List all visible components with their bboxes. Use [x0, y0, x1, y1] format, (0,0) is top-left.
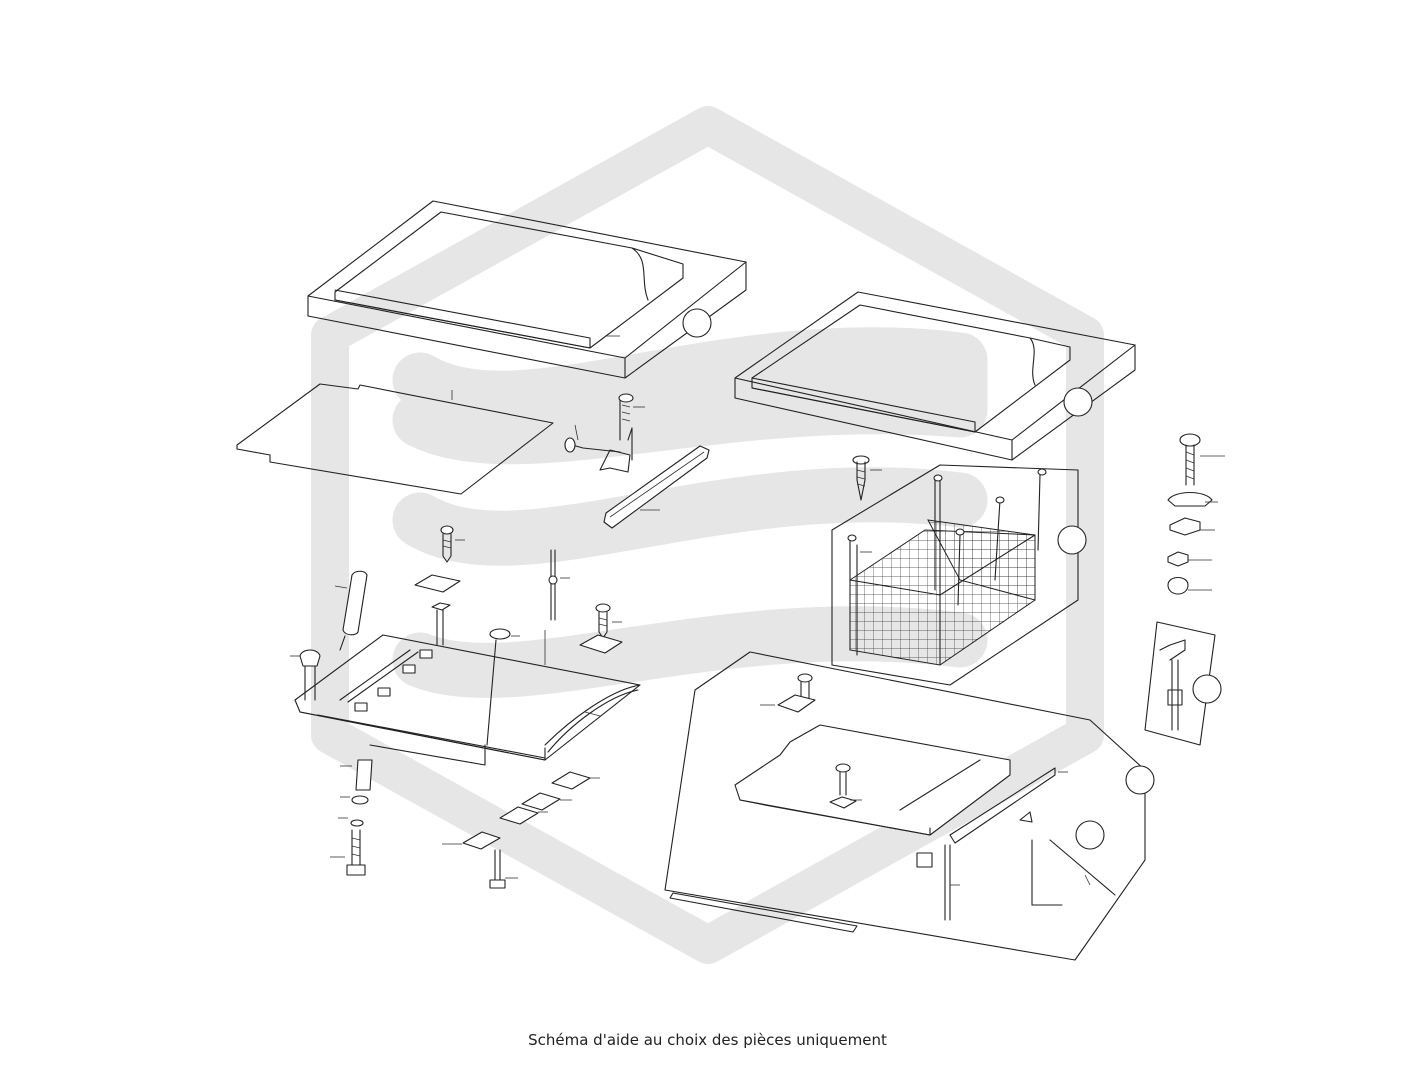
cut-mark-icon: [1125, 765, 1155, 795]
trim-bar: [603, 445, 710, 529]
mesh-basket: [831, 464, 1087, 686]
bottom-trim-strip: [669, 892, 858, 933]
left-tray-hardware: [290, 525, 623, 746]
cut-mark-icon: [1192, 674, 1222, 704]
left-cover-assembly: [307, 200, 747, 379]
left-lower-tray: [294, 634, 641, 766]
cut-mark-icon: [1057, 525, 1087, 555]
hinge-bracket: [564, 393, 645, 473]
left-flat-plate: [236, 383, 554, 495]
right-hardware-stack: [1167, 433, 1225, 595]
right-bracket-panel: [1144, 621, 1222, 746]
left-bolt-stack: [330, 759, 373, 876]
cut-mark-icon: [1063, 387, 1093, 417]
left-clip-stack: [442, 771, 600, 889]
right-cover-assembly: [734, 291, 1136, 461]
cut-mark-icon: [682, 308, 712, 338]
right-lower-tray: [664, 651, 1155, 961]
diagram-caption: Schéma d'aide au choix des pièces unique…: [528, 1031, 887, 1049]
cut-mark-icon: [1075, 820, 1105, 850]
basket-screw: [852, 455, 882, 501]
